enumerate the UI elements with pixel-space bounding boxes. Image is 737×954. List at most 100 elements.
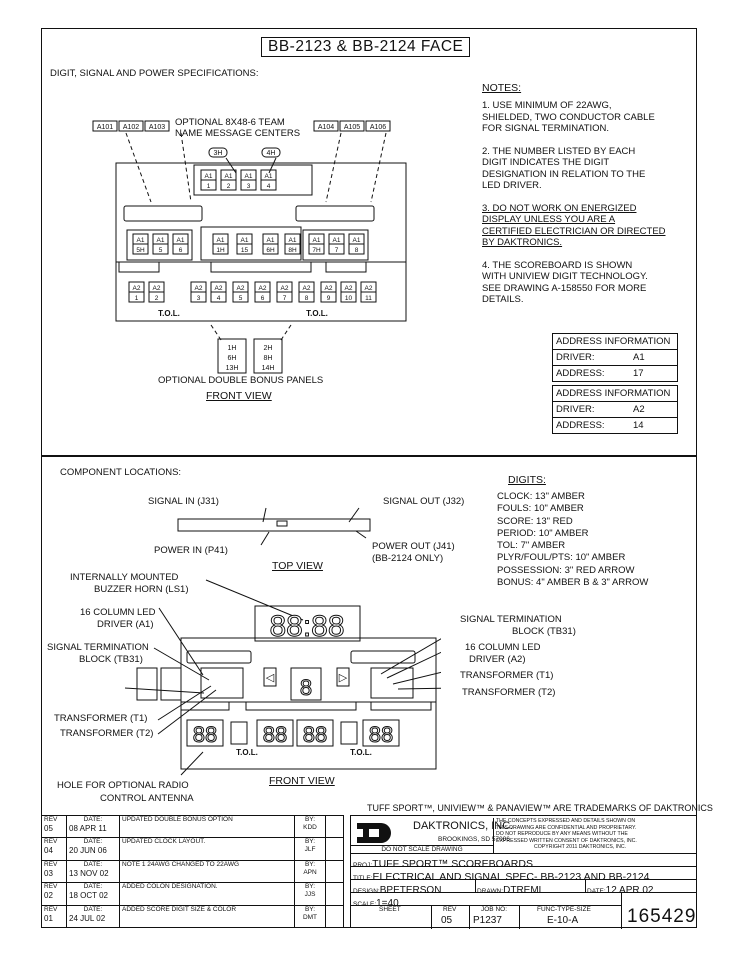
digit-cell-a2: A29	[320, 281, 337, 303]
signal-in-label: SIGNAL IN (J31)	[148, 496, 219, 507]
svg-text:A1: A1	[241, 237, 249, 244]
msg-driver-a105: A105	[344, 124, 360, 131]
design-row: DESIGN:BPETERSON	[353, 885, 442, 896]
bonus-1h: 1H	[228, 345, 237, 352]
sig-term-right-label-1: SIGNAL TERMINATION	[460, 614, 562, 625]
svg-text:A2: A2	[195, 285, 203, 292]
svg-text:3: 3	[197, 295, 201, 302]
front-view-label-lower: FRONT VIEW	[269, 775, 335, 787]
svg-text:8: 8	[355, 247, 359, 254]
msg-driver-a106: A106	[370, 124, 386, 131]
bonus-2h: 2H	[264, 345, 273, 352]
arrow-4h-label: 4H	[267, 150, 276, 157]
bottom-digit-1: 88	[193, 722, 217, 747]
sig-term-left-label-1: SIGNAL TERMINATION	[47, 642, 149, 653]
title-block: DAKTRONICS, INC. BROOKINGS, SD 57006 DO …	[350, 815, 697, 929]
digit-cell-a2: A22	[148, 281, 165, 303]
hole-label-1: HOLE FOR OPTIONAL RADIO	[57, 780, 189, 791]
optional-team-label-1: OPTIONAL 8X48-6 TEAM	[175, 117, 285, 128]
date-row: DATE:12 APR 02	[587, 885, 654, 896]
svg-text:8H: 8H	[288, 247, 297, 254]
svg-text:8: 8	[305, 295, 309, 302]
top-view-label: TOP VIEW	[272, 560, 323, 572]
digit-cell-a1-right: A18	[348, 233, 365, 255]
svg-text:1H: 1H	[216, 247, 225, 254]
svg-text:A1: A1	[225, 173, 233, 180]
svg-text:5: 5	[159, 247, 163, 254]
digits-heading: DIGITS:	[508, 474, 546, 486]
func-value: E-10-A	[547, 915, 579, 926]
bonus-14h: 14H	[262, 365, 275, 372]
transformer-t1-left: TRANSFORMER (T1)	[54, 713, 148, 724]
clock-digits-glyph: 88:88	[269, 610, 344, 643]
svg-text:A1: A1	[217, 237, 225, 244]
led-a1-label-1: 16 COLUMN LED	[80, 607, 156, 618]
bonus-8h: 8H	[264, 355, 273, 362]
page-title: BB-2123 & BB-2124 FACE	[261, 37, 471, 57]
svg-text:7: 7	[335, 247, 339, 254]
svg-text:6: 6	[261, 295, 265, 302]
rev-value: 05	[441, 915, 453, 926]
hole-label-2: CONTROL ANTENNA	[100, 793, 194, 804]
trademark-line: TUFF SPORT™, UNIVIEW™ & PANAVIEW™ ARE TR…	[367, 803, 713, 813]
scale-row: SCALE:1=40	[353, 898, 399, 909]
bottom-digit-2: 88	[263, 722, 287, 747]
svg-text:6: 6	[179, 247, 183, 254]
msg-driver-a102: A102	[123, 124, 139, 131]
arrow-3h-label: 3H	[214, 150, 223, 157]
msg-driver-a103: A103	[149, 124, 165, 131]
bonus-6h: 6H	[228, 355, 237, 362]
digit-cell-a1-top: A14	[260, 169, 277, 191]
section-divider	[41, 455, 697, 457]
power-in-label: POWER IN (P41)	[154, 545, 228, 556]
job-label: JOB NO:	[481, 906, 508, 913]
tol-label-left: T.O.L.	[158, 309, 180, 318]
bottom-digit-4: 88	[369, 722, 393, 747]
digit-spec-line: CLOCK: 13" AMBER	[497, 491, 585, 502]
digit-cell-a1-top: A13	[240, 169, 257, 191]
buzzer-label-2: BUZZER HORN (LS1)	[94, 584, 189, 595]
func-label: FUNC-TYPE-SIZE	[537, 906, 591, 913]
svg-text:7: 7	[283, 295, 287, 302]
svg-text:4: 4	[217, 295, 221, 302]
rev-label: REV	[443, 906, 457, 913]
digit-cell-a1-top: A12	[220, 169, 237, 191]
double-bonus-label: OPTIONAL DOUBLE BONUS PANELS	[158, 375, 324, 386]
svg-text:A1: A1	[333, 237, 341, 244]
svg-text:A1: A1	[267, 237, 275, 244]
digit-spec-line: BONUS: 4" AMBER B & 3" ARROW	[497, 577, 649, 589]
drawing-number: 165429	[627, 906, 697, 927]
period-digit-glyph: 8	[300, 675, 312, 700]
transformer-t1-right: TRANSFORMER (T1)	[460, 670, 554, 681]
digit-cell-a1-right: A17	[328, 233, 345, 255]
svg-text:A1: A1	[265, 173, 273, 180]
svg-text:15: 15	[241, 247, 249, 254]
front-view-label-upper: FRONT VIEW	[206, 390, 272, 402]
svg-text:A2: A2	[303, 285, 311, 292]
transformer-t2-right: TRANSFORMER (T2)	[462, 687, 556, 698]
svg-text:A2: A2	[133, 285, 141, 292]
digit-cell-a2: A21	[128, 281, 145, 303]
notes-heading: NOTES:	[482, 82, 522, 94]
spec-heading: DIGIT, SIGNAL AND POWER SPECIFICATIONS:	[50, 68, 259, 79]
svg-text:4: 4	[267, 183, 271, 190]
led-a2-label-1: 16 COLUMN LED	[465, 642, 541, 653]
svg-text:10: 10	[345, 295, 353, 302]
power-out-label-1: POWER OUT (J41)	[372, 541, 455, 552]
svg-text:2: 2	[155, 295, 159, 302]
svg-text:5: 5	[239, 295, 243, 302]
svg-text:2: 2	[227, 183, 231, 190]
digit-cell-a2: A28	[298, 281, 315, 303]
optional-team-label-2: NAME MESSAGE CENTERS	[175, 128, 301, 139]
svg-text:A2: A2	[237, 285, 245, 292]
svg-text:9: 9	[327, 295, 331, 302]
